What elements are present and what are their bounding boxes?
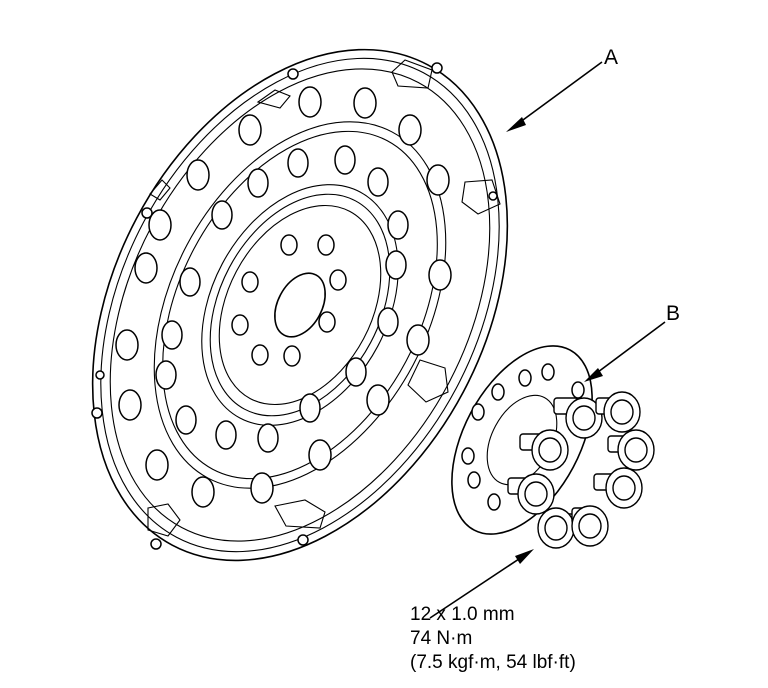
bolt-7 xyxy=(537,507,575,549)
spec-torque-alt: (7.5 kgf·m, 54 lbf·ft) xyxy=(410,652,576,673)
bolt-5 xyxy=(507,473,555,515)
bolt-2 xyxy=(595,391,641,433)
leader-b xyxy=(584,321,666,382)
leader-spec xyxy=(429,549,534,619)
flange-bolts xyxy=(507,391,655,549)
leader-a xyxy=(506,61,603,132)
bolt-8 xyxy=(571,505,609,547)
bolt-4 xyxy=(607,429,655,471)
bolt-1 xyxy=(553,397,603,439)
rim-small-holes xyxy=(91,62,498,550)
arrowhead-spec-icon xyxy=(515,549,534,564)
arrowhead-b-icon xyxy=(584,368,603,382)
bolt-6 xyxy=(593,467,643,509)
spec-size: 12 x 1.0 mm xyxy=(410,604,515,625)
outer-hole-ring xyxy=(115,86,452,508)
bolt-3 xyxy=(519,429,569,471)
hub-bolt-holes xyxy=(231,234,347,367)
arrowhead-a-icon xyxy=(506,117,526,132)
callout-a: A xyxy=(604,46,618,69)
rim-tabs xyxy=(147,59,501,537)
middle-hole-ring xyxy=(155,145,409,453)
washer-plate xyxy=(451,345,593,535)
callout-b: B xyxy=(666,302,680,325)
spec-torque: 74 N·m xyxy=(410,628,472,649)
